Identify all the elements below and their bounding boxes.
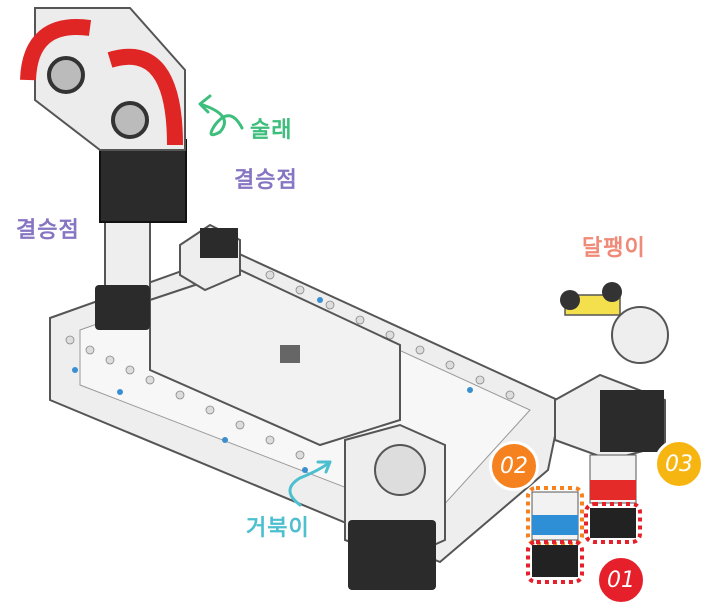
head-motor	[99, 139, 187, 223]
turtle-arrow-icon	[288, 460, 332, 507]
tagger-arrow-icon	[198, 94, 244, 137]
label-finish-top: 결승점	[234, 168, 298, 193]
label-tagger: 술래	[250, 118, 293, 143]
eye-left	[47, 56, 85, 94]
marker-02: 02	[489, 441, 539, 491]
rail-holes	[65, 270, 515, 460]
eye-right	[111, 101, 149, 139]
label-snail: 달팽이	[582, 236, 646, 261]
module-black-left	[532, 545, 578, 577]
marker-03: 03	[654, 439, 704, 489]
module-black-right	[590, 508, 636, 538]
marker-01: 01	[596, 555, 646, 605]
label-turtle: 거북이	[246, 516, 310, 541]
label-finish-left: 결승점	[16, 218, 80, 243]
